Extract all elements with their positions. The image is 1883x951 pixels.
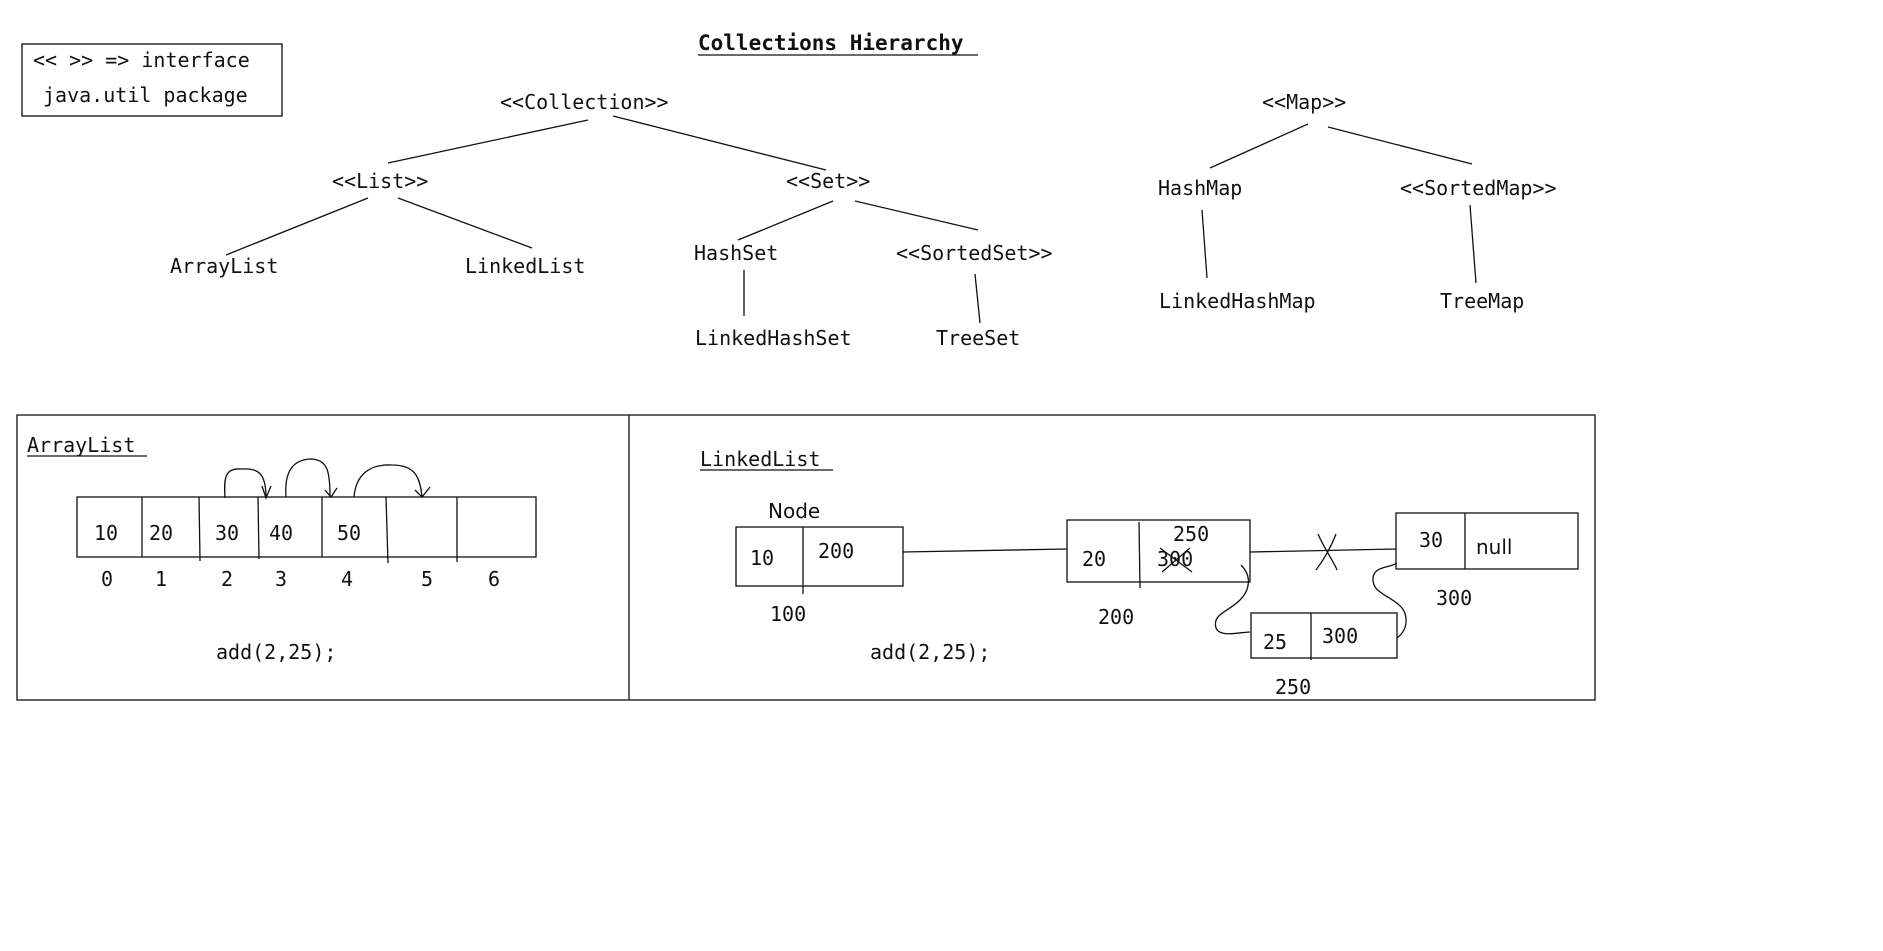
node-linkedhashmap: LinkedHashMap bbox=[1159, 289, 1316, 313]
array-index: 2 bbox=[221, 567, 233, 591]
node-treeset: TreeSet bbox=[936, 326, 1020, 350]
node-collection: <<Collection>> bbox=[500, 90, 669, 114]
node-1-address: 100 bbox=[770, 602, 806, 626]
arraylist-panel-title: ArrayList bbox=[27, 433, 135, 457]
node-linkedlist: LinkedList bbox=[465, 254, 585, 278]
link-node1-node2 bbox=[902, 548, 1068, 553]
node-caption: Node bbox=[768, 499, 820, 523]
node-sortedmap: <<SortedMap>> bbox=[1400, 176, 1557, 200]
node-hashmap: HashMap bbox=[1158, 176, 1242, 200]
collection-tree: <<Collection>> <<List>> ArrayList Linked… bbox=[170, 90, 1053, 350]
node-divider bbox=[1138, 521, 1141, 589]
node-3-address: 300 bbox=[1436, 586, 1472, 610]
node-2-next-new: 250 bbox=[1173, 522, 1209, 546]
arraylist-code: add(2,25); bbox=[216, 640, 336, 664]
shift-arrow-head bbox=[414, 486, 431, 498]
edge-sortedset-treeset bbox=[974, 273, 981, 324]
array-divider bbox=[385, 496, 389, 564]
link-cut-mark bbox=[1317, 533, 1338, 571]
shift-arrow bbox=[353, 464, 423, 498]
linked-node-1 bbox=[735, 526, 904, 587]
array-index: 5 bbox=[421, 567, 433, 591]
node-set: <<Set>> bbox=[786, 169, 870, 193]
node-1-value: 10 bbox=[750, 546, 774, 570]
link-node2-node3-old bbox=[1249, 548, 1397, 553]
array-index: 3 bbox=[275, 567, 287, 591]
edge-collection-set bbox=[612, 115, 827, 171]
linkedlist-panel: LinkedList Node 10 200 100 20 300 250 20… bbox=[700, 447, 1579, 699]
linkedlist-code: add(2,25); bbox=[870, 640, 990, 664]
edge-set-sortedset bbox=[854, 200, 979, 231]
edge-sortedmap-treemap bbox=[1469, 204, 1477, 284]
array-cell: 50 bbox=[337, 521, 361, 545]
pointer-node2-to-new bbox=[1214, 564, 1251, 635]
map-tree: <<Map>> HashMap <<SortedMap>> LinkedHash… bbox=[1158, 90, 1557, 313]
legend-line-package: java.util package bbox=[43, 83, 248, 107]
node-hashset: HashSet bbox=[694, 241, 778, 265]
node-arraylist: ArrayList bbox=[170, 254, 278, 278]
linked-node-new bbox=[1250, 612, 1398, 659]
linkedlist-panel-title: LinkedList bbox=[700, 447, 820, 471]
node-3-next: null bbox=[1476, 535, 1512, 559]
shift-arrow-head bbox=[324, 487, 338, 499]
shift-arrow-head bbox=[261, 485, 272, 500]
arraylist-array-outline bbox=[76, 496, 537, 558]
linked-node-3 bbox=[1395, 512, 1579, 570]
node-2-address: 200 bbox=[1098, 605, 1134, 629]
array-cell: 20 bbox=[149, 521, 173, 545]
node-sortedset: <<SortedSet>> bbox=[896, 241, 1053, 265]
array-index: 4 bbox=[341, 567, 353, 591]
edge-list-linkedlist bbox=[397, 197, 533, 249]
shift-arrow bbox=[224, 468, 267, 499]
array-divider bbox=[257, 496, 260, 560]
array-index: 6 bbox=[488, 567, 500, 591]
diagram-title: Collections Hierarchy bbox=[698, 31, 964, 55]
bottom-panels-frame bbox=[16, 414, 1596, 701]
legend-line-interface: << >> => interface bbox=[33, 48, 250, 72]
node-map: <<Map>> bbox=[1262, 90, 1346, 114]
edge-map-sortedmap bbox=[1327, 126, 1473, 165]
array-index: 1 bbox=[155, 567, 167, 591]
array-divider bbox=[198, 496, 201, 562]
link-cut-mark bbox=[1315, 533, 1337, 571]
node-treemap: TreeMap bbox=[1440, 289, 1524, 313]
node-new-next: 300 bbox=[1322, 624, 1358, 648]
shift-arrow bbox=[285, 458, 331, 498]
node-new-address: 250 bbox=[1275, 675, 1311, 699]
array-cell: 40 bbox=[269, 521, 293, 545]
edge-collection-list bbox=[387, 119, 589, 164]
edge-list-arraylist bbox=[225, 197, 369, 256]
arraylist-panel: ArrayList 10 20 30 40 50 0 1 2 3 4 5 6 a… bbox=[27, 433, 537, 664]
strike-mark bbox=[1161, 547, 1191, 573]
node-3-value: 30 bbox=[1419, 528, 1443, 552]
array-index: 0 bbox=[101, 567, 113, 591]
edge-set-hashset bbox=[737, 200, 834, 241]
node-new-value: 25 bbox=[1263, 630, 1287, 654]
pointer-new-to-node3 bbox=[1372, 562, 1407, 639]
edge-map-hashmap bbox=[1209, 123, 1309, 169]
node-linkedhashset: LinkedHashSet bbox=[695, 326, 852, 350]
array-cell: 10 bbox=[94, 521, 118, 545]
node-list: <<List>> bbox=[332, 169, 428, 193]
node-1-next: 200 bbox=[818, 539, 854, 563]
linked-node-2 bbox=[1066, 519, 1251, 583]
edge-hashmap-linkedhashmap bbox=[1201, 209, 1208, 279]
array-cell: 30 bbox=[215, 521, 239, 545]
legend-box: << >> => interface java.util package bbox=[21, 43, 283, 117]
node-2-value: 20 bbox=[1082, 547, 1106, 571]
